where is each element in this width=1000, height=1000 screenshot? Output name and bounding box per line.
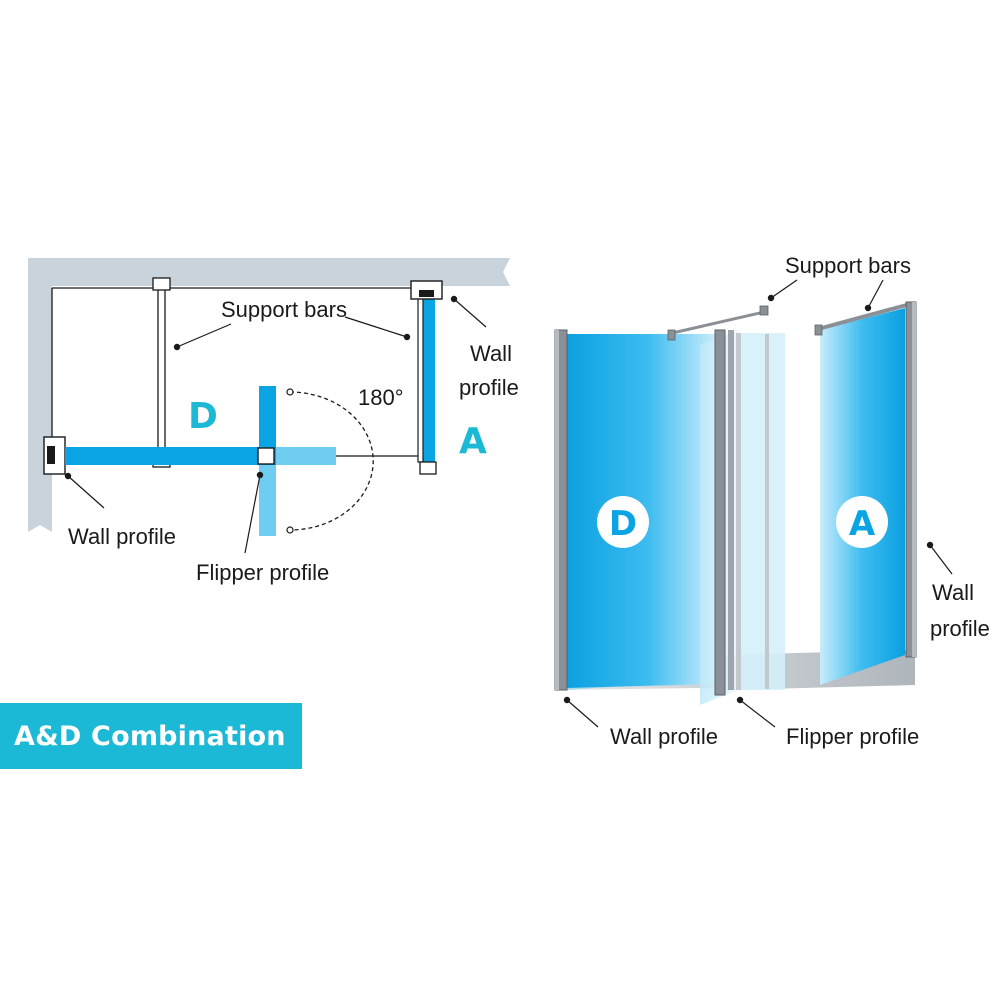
view3d-wall-profile-bottom-label: Wall profile bbox=[610, 724, 718, 749]
view3d-label-a: A bbox=[849, 504, 876, 544]
combination-title: A&D Combination bbox=[14, 720, 286, 752]
badge-a-circle bbox=[836, 496, 888, 548]
plan-support-bars-label: Support bars bbox=[221, 297, 347, 322]
view3d-flipper-profile-label: Flipper profile bbox=[786, 724, 919, 749]
plan-panel-a-foot bbox=[419, 461, 437, 475]
support-bar-left-cap bbox=[152, 277, 171, 291]
plan-flipper-light-vertical bbox=[259, 465, 276, 536]
plan-label-a: A bbox=[459, 421, 487, 462]
support-bar-a bbox=[817, 301, 915, 331]
plan-flipper-profile-label: Flipper profile bbox=[196, 560, 329, 585]
badge-d-circle bbox=[597, 496, 649, 548]
combination-badge: A&D Combination bbox=[0, 703, 302, 769]
flipper-glass-front bbox=[738, 333, 785, 690]
plan-wall bbox=[28, 258, 510, 532]
view3d-wall-profile-right-label-2: profile bbox=[930, 616, 990, 641]
view-3d: D A Support bars Wall profile Wall profi… bbox=[554, 253, 990, 749]
plan-wall-profile-right-label-1: Wall bbox=[470, 341, 512, 366]
plan-leaders bbox=[64, 295, 487, 554]
flipper-profile bbox=[714, 329, 726, 696]
plan-panel-a bbox=[423, 298, 435, 462]
swing-arc bbox=[289, 391, 374, 531]
view3d-wall-profile-right-label-1: Wall bbox=[932, 580, 974, 605]
view3d-label-d: D bbox=[609, 504, 637, 544]
plan-label-d: D bbox=[188, 396, 218, 437]
angle-label: 180° bbox=[358, 385, 404, 410]
plan-wall-profile-right-label-2: profile bbox=[459, 375, 519, 400]
support-bar-d bbox=[667, 310, 765, 336]
view3d-leaders bbox=[563, 279, 953, 728]
plan-panel-d bbox=[65, 447, 260, 465]
plan-flipper-light bbox=[276, 447, 336, 465]
plan-view: D A 180° Support bars Wall profile Wall … bbox=[28, 258, 519, 585]
plan-wall-profile-left-label: Wall profile bbox=[68, 524, 176, 549]
support-bar-left bbox=[157, 287, 166, 457]
view3d-support-bars-label: Support bars bbox=[785, 253, 911, 278]
support-bar-right bbox=[417, 295, 424, 463]
flipper-profile-box bbox=[257, 447, 275, 465]
